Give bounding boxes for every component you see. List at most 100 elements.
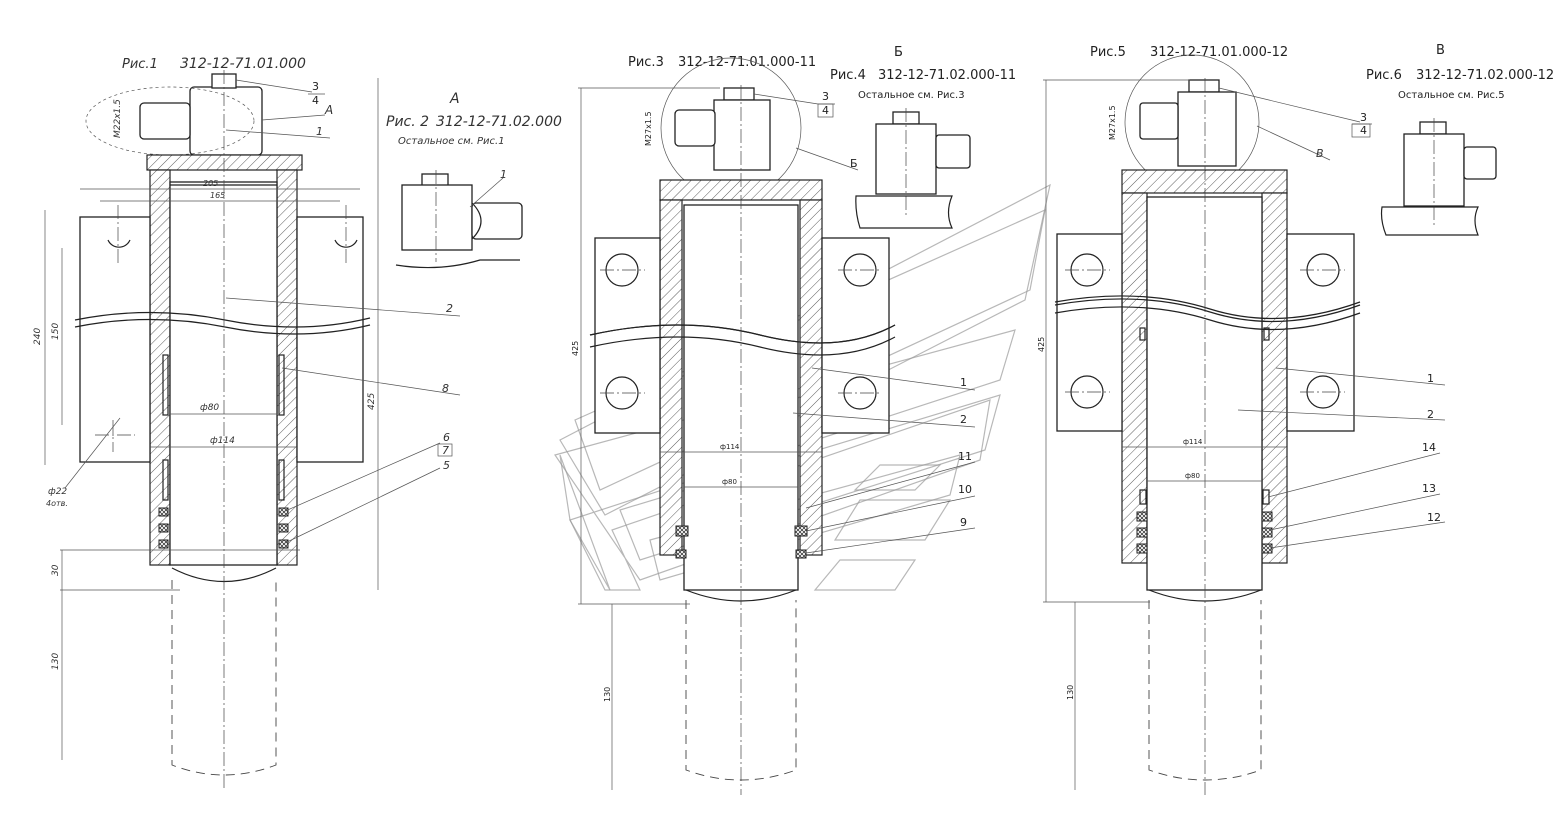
fig1-title: Рис.1 bbox=[122, 57, 158, 72]
fig5-dim-130: 130 bbox=[1066, 685, 1075, 700]
fig1-right-flange bbox=[296, 216, 364, 463]
fig5-callout-14: 14 bbox=[1422, 441, 1436, 454]
fig6-sensor-cap bbox=[1419, 121, 1447, 135]
fig4-title: Рис.4 bbox=[830, 68, 866, 83]
fig5-thread: M27x1.5 bbox=[1108, 105, 1117, 140]
fig1-code: 312-12-71.01.000 bbox=[180, 56, 306, 72]
fig3-callout-1: 1 bbox=[960, 376, 967, 389]
fig3-thread: M27x1.5 bbox=[644, 111, 653, 146]
fig1-callout-8: 8 bbox=[442, 382, 449, 395]
fig5-sensor-body bbox=[1177, 91, 1237, 167]
figure-2: А Рис. 2 312-12-71.02.000 Остальное см. … bbox=[386, 91, 562, 269]
fig5-code: 312-12-71.01.000-12 bbox=[1150, 45, 1288, 60]
fig1-hole-dia: ф22 bbox=[48, 487, 67, 497]
fig5-right-flange bbox=[1286, 233, 1355, 432]
fig5-callout-3: 3 bbox=[1360, 111, 1367, 124]
fig3-right-wall bbox=[799, 199, 823, 556]
fig1-callout-5: 5 bbox=[443, 459, 450, 472]
fig1-callout-A: А bbox=[324, 103, 333, 117]
fig4-connector bbox=[935, 134, 971, 169]
fig5-dim-d80: ф80 bbox=[1185, 472, 1200, 480]
fig5-callout-13: 13 bbox=[1422, 482, 1436, 495]
fig6-title: Рис.6 bbox=[1366, 68, 1402, 83]
fig6-connector bbox=[1463, 146, 1497, 180]
fig1-dim-d80: ф80 bbox=[200, 403, 219, 413]
fig3-sensor-cap bbox=[723, 87, 755, 101]
fig3-dim-425: 425 bbox=[571, 341, 580, 356]
fig2-sensor-cap bbox=[421, 173, 449, 187]
fig2-callout-1: 1 bbox=[500, 168, 507, 181]
fig1-connector bbox=[139, 102, 191, 140]
fig5-left-wall bbox=[1121, 192, 1148, 564]
fig5-callout-4: 4 bbox=[1360, 124, 1367, 137]
fig1-dim-205: 205 bbox=[203, 179, 218, 188]
fig3-callout-B: Б bbox=[850, 157, 858, 170]
fig3-callout-11: 11 bbox=[958, 450, 972, 463]
fig6-note: Остальное см. Рис.5 bbox=[1398, 90, 1505, 101]
fig6-letter: В bbox=[1436, 43, 1445, 58]
fig3-right-flange bbox=[821, 237, 890, 434]
fig2-note: Остальное см. Рис.1 bbox=[398, 136, 505, 147]
fig3-connector bbox=[674, 109, 716, 147]
fig1-callout-4: 4 bbox=[312, 94, 319, 107]
fig5-title: Рис.5 bbox=[1090, 45, 1126, 60]
fig1-left-flange bbox=[79, 216, 151, 463]
fig2-code: 312-12-71.02.000 bbox=[436, 114, 562, 130]
fig1-dim-425: 425 bbox=[367, 393, 377, 410]
fig4-letter: Б bbox=[894, 45, 903, 60]
fig5-sensor-cap bbox=[1188, 79, 1220, 93]
fig3-callout-3: 3 bbox=[822, 90, 829, 103]
fig3-callout-2: 2 bbox=[960, 413, 967, 426]
fig2-sensor-body bbox=[401, 184, 473, 251]
fig1-thread: M22x1.5 bbox=[113, 99, 123, 138]
fig3-sensor-body bbox=[713, 99, 771, 171]
fig1-hole-count: 4отв. bbox=[46, 499, 68, 508]
fig1-right-wall bbox=[276, 169, 298, 566]
fig3-left-wall bbox=[659, 199, 683, 556]
fig5-top-plate bbox=[1121, 169, 1288, 194]
fig1-callout-7: 7 bbox=[442, 444, 449, 457]
fig3-left-flange bbox=[594, 237, 661, 434]
fig4-note: Остальное см. Рис.3 bbox=[858, 90, 965, 101]
fig1-callout-6: 6 bbox=[443, 431, 450, 444]
fig1-dim-165: 165 bbox=[210, 191, 225, 200]
fig1-dim-d114: ф114 bbox=[210, 436, 235, 446]
fig5-connector bbox=[1139, 102, 1179, 140]
fig2-letter: А bbox=[449, 91, 460, 107]
fig1-piston bbox=[169, 181, 278, 566]
figure-4: Б Рис.4 312-12-71.02.000-11 Остальное см… bbox=[830, 45, 1016, 229]
fig3-dim-130: 130 bbox=[603, 687, 612, 702]
fig5-callout-2: 2 bbox=[1427, 408, 1434, 421]
fig5-callout-1: 1 bbox=[1427, 372, 1434, 385]
fig1-top-plate bbox=[146, 154, 303, 171]
fig5-dim-d114: ф114 bbox=[1183, 438, 1203, 446]
fig1-dim-30: 30 bbox=[51, 564, 61, 576]
fig3-dim-d80: ф80 bbox=[722, 478, 737, 486]
fig1-dim-240: 240 bbox=[33, 328, 43, 345]
fig1-callout-2: 2 bbox=[446, 302, 453, 315]
fig3-callout-9: 9 bbox=[960, 516, 967, 529]
fig1-callout-1: 1 bbox=[316, 125, 323, 138]
fig5-dim-425: 425 bbox=[1037, 337, 1046, 352]
fig1-dim-130: 130 bbox=[51, 653, 61, 670]
figure-3: Рис.3 312-12-71.01.000-11 M27x1.5 bbox=[571, 55, 976, 795]
fig3-callout-4: 4 bbox=[822, 104, 829, 117]
fig3-code: 312-12-71.01.000-11 bbox=[678, 55, 816, 70]
fig4-code: 312-12-71.02.000-11 bbox=[878, 68, 1016, 83]
fig5-piston bbox=[1146, 196, 1263, 591]
figure-5: Рис.5 312-12-71.01.000-12 M27x1.5 bbox=[1037, 45, 1446, 795]
fig2-title: Рис. 2 bbox=[386, 114, 429, 130]
fig6-code: 312-12-71.02.000-12 bbox=[1416, 68, 1554, 83]
fig3-dim-d114: ф114 bbox=[720, 443, 740, 451]
fig1-dim-150: 150 bbox=[51, 323, 61, 340]
figure-6: В Рис.6 312-12-71.02.000-12 Остальное см… bbox=[1366, 43, 1554, 236]
fig1-callout-3: 3 bbox=[312, 80, 319, 93]
fig5-right-wall bbox=[1261, 192, 1288, 564]
fig5-callout-12: 12 bbox=[1427, 511, 1441, 524]
figure-1: Рис.1 312-12-71.01.000 M22x1.5 bbox=[33, 56, 461, 790]
fig2-connector bbox=[471, 202, 523, 240]
fig5-callout-V: В bbox=[1316, 147, 1324, 160]
fig1-sensor-body bbox=[189, 86, 263, 156]
fig3-title: Рис.3 bbox=[628, 55, 664, 70]
